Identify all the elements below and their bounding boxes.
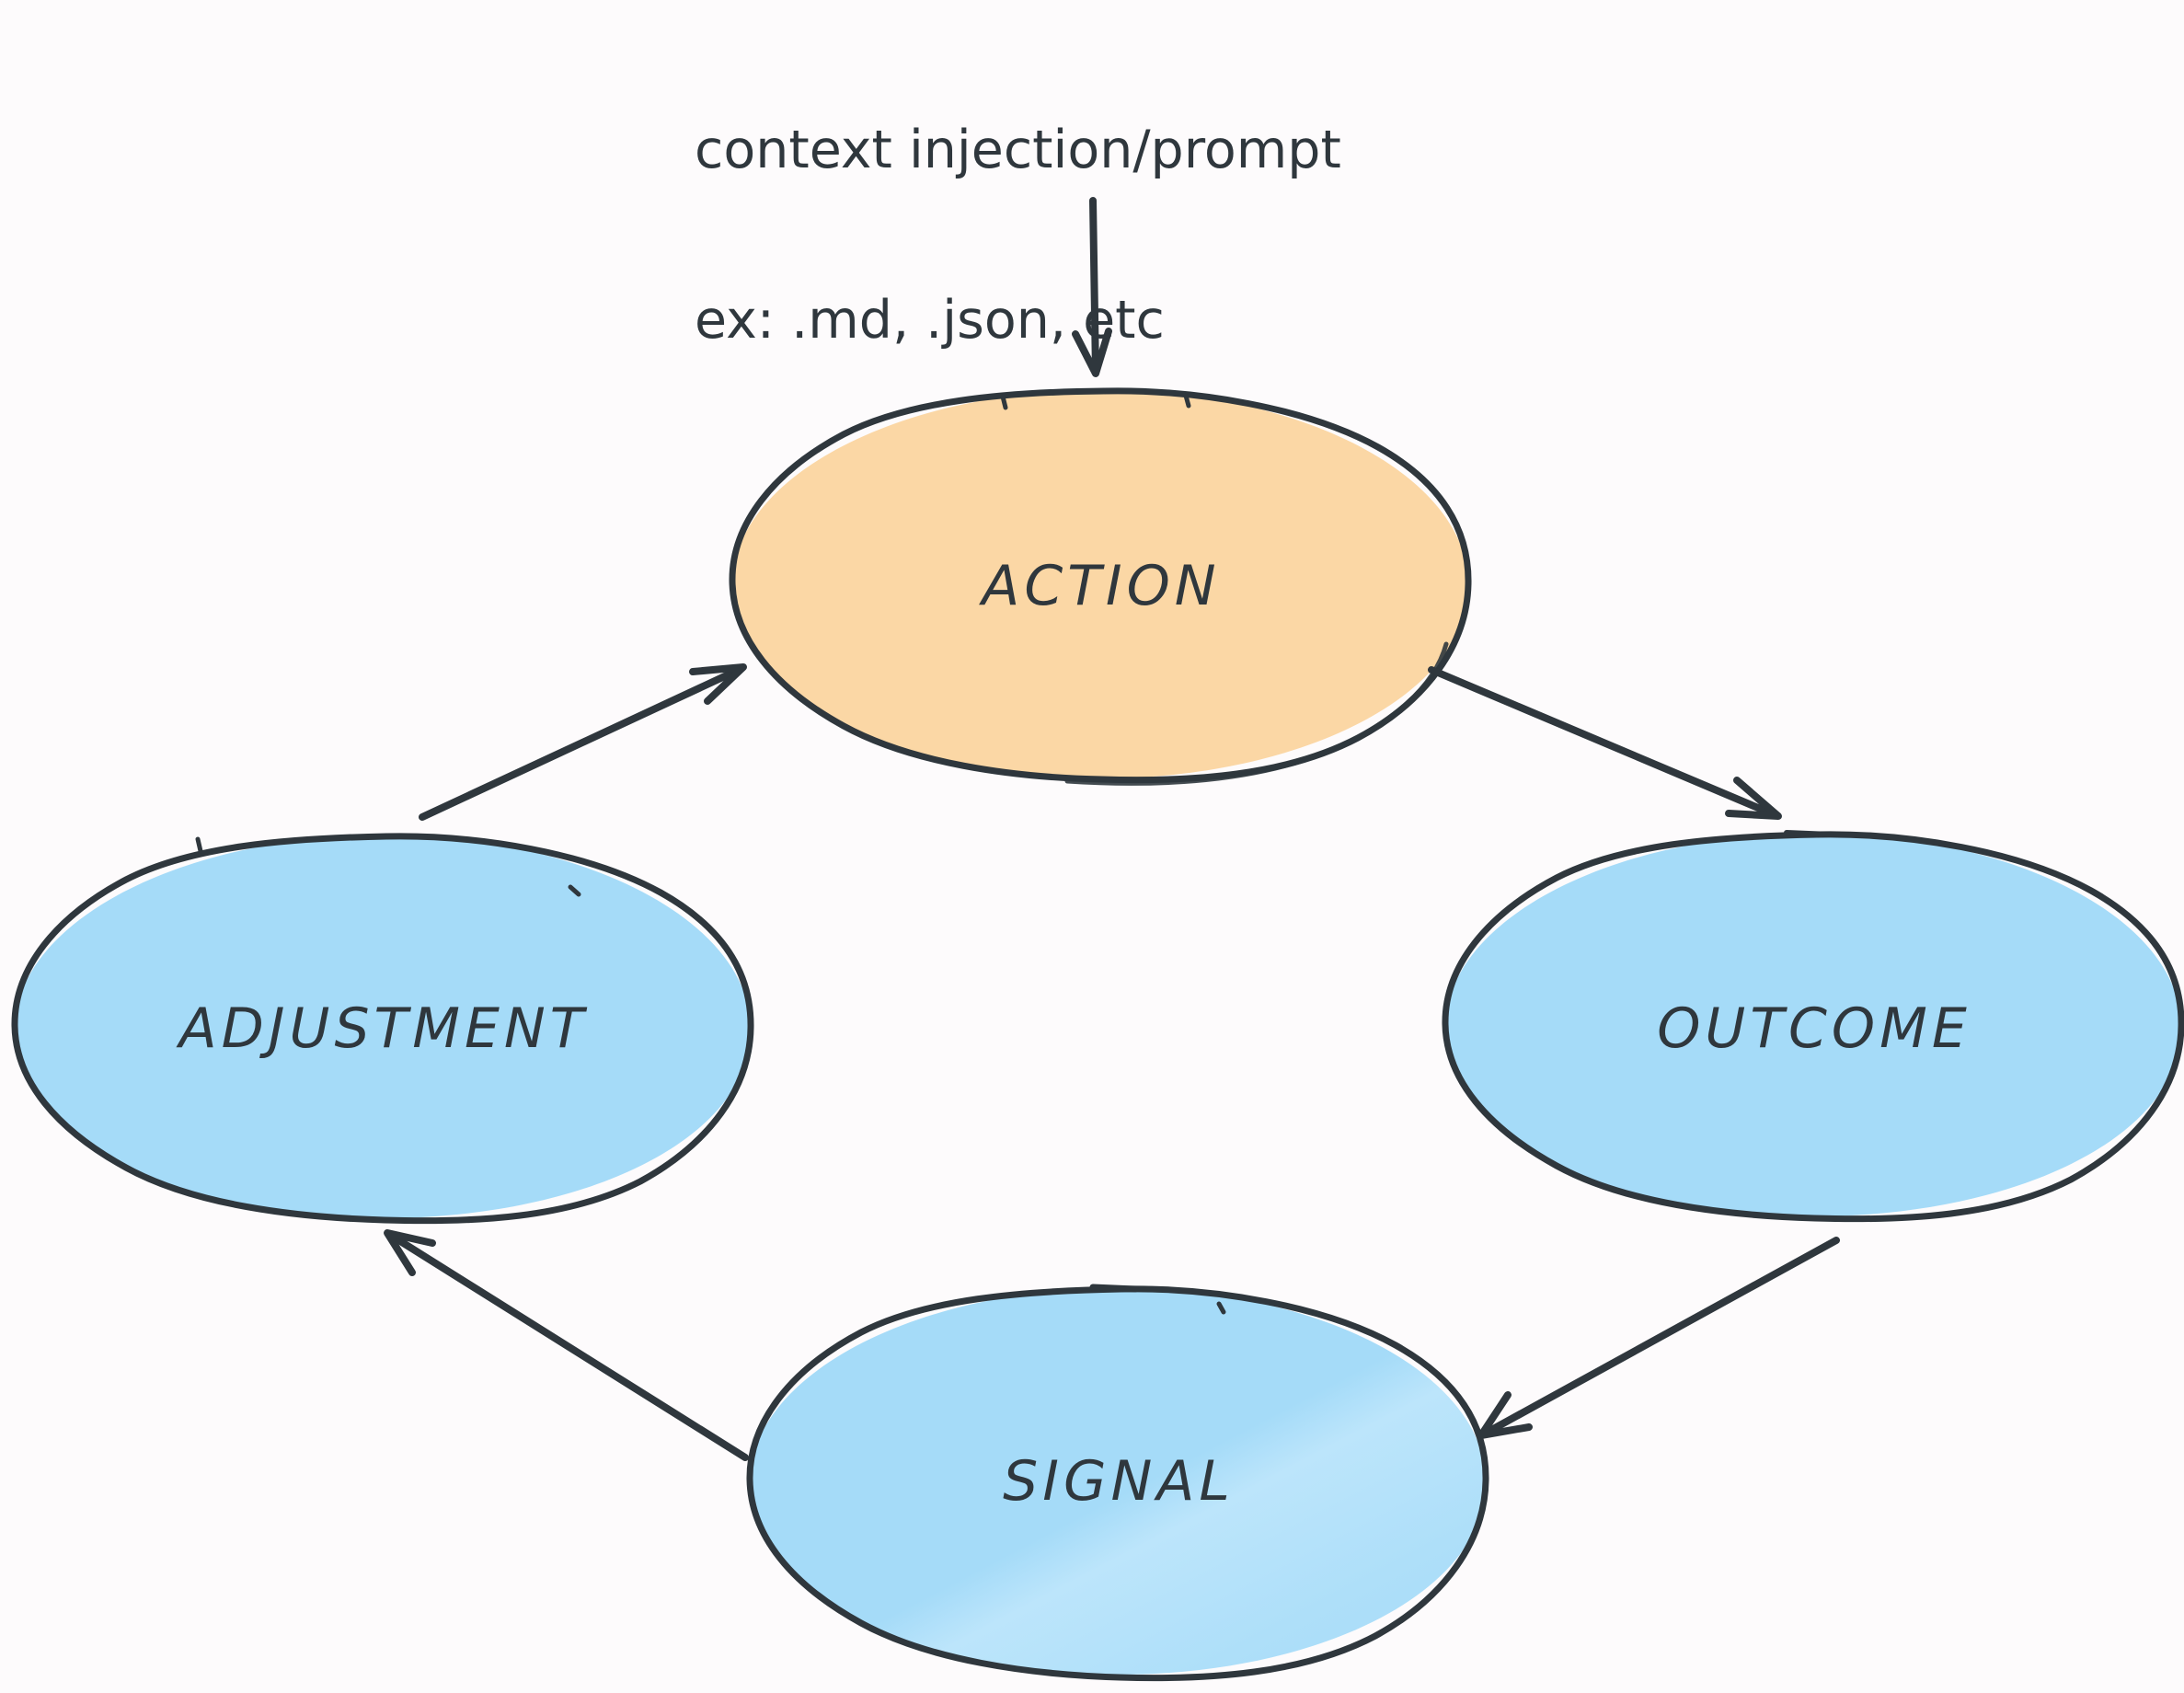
adjustment-ellipse-stroke xyxy=(11,833,754,1225)
edge-adjustment-to-action-line xyxy=(419,665,744,821)
node-action[interactable] xyxy=(729,387,1472,786)
edge-outcome-to-signal xyxy=(1477,1237,1840,1439)
node-outcome[interactable] xyxy=(1442,830,2184,1223)
edge-signal-to-adjustment xyxy=(384,1229,749,1461)
adjustment-ellipse-tick-a xyxy=(195,836,203,854)
edge-outcome-to-signal-line xyxy=(1481,1237,1840,1437)
signal-ellipse-fill xyxy=(749,1288,1487,1675)
outcome-ellipse-tick-a xyxy=(1784,830,1833,837)
edge-action-to-outcome-line xyxy=(1428,666,1779,819)
edge-adjustment-to-action-arrowhead xyxy=(689,663,747,705)
edge-signal-to-adjustment-line xyxy=(386,1231,749,1461)
action-ellipse-tick-a xyxy=(1000,394,1008,410)
signal-ellipse-stroke xyxy=(746,1285,1489,1682)
edge-input-to-action-line xyxy=(1089,197,1099,376)
annotation-line-2: ex: .md, .json, etc xyxy=(695,289,1165,351)
outcome-ellipse-stroke xyxy=(1442,831,2184,1223)
outcome-ellipse-fill xyxy=(1444,834,2182,1216)
action-ellipse-stroke-pass2 xyxy=(1064,641,1449,786)
edge-outcome-to-signal-arrowhead xyxy=(1477,1391,1533,1439)
node-adjustment[interactable] xyxy=(11,833,754,1225)
edge-adjustment-to-action xyxy=(419,663,747,821)
action-ellipse-stroke xyxy=(729,387,1472,784)
node-signal[interactable] xyxy=(746,1284,1489,1682)
edge-input-to-action xyxy=(1072,197,1112,377)
signal-ellipse-tick-a xyxy=(1089,1284,1139,1293)
signal-ellipse-tick-b xyxy=(1216,1301,1226,1315)
action-ellipse-fill xyxy=(731,390,1469,778)
action-ellipse-tick-b xyxy=(1183,393,1191,409)
adjustment-ellipse-tick-b xyxy=(568,884,581,897)
context-injection-annotation: context injection/prompt ex: .md, .json,… xyxy=(695,9,1341,462)
edge-input-to-action-arrowhead xyxy=(1072,328,1112,377)
edge-action-to-outcome-arrowhead xyxy=(1725,777,1782,820)
annotation-line-1: context injection/prompt xyxy=(695,120,1341,181)
edge-signal-to-adjustment-arrowhead xyxy=(384,1229,436,1276)
edge-action-to-outcome xyxy=(1428,666,1782,820)
adjustment-ellipse-fill xyxy=(14,835,752,1218)
